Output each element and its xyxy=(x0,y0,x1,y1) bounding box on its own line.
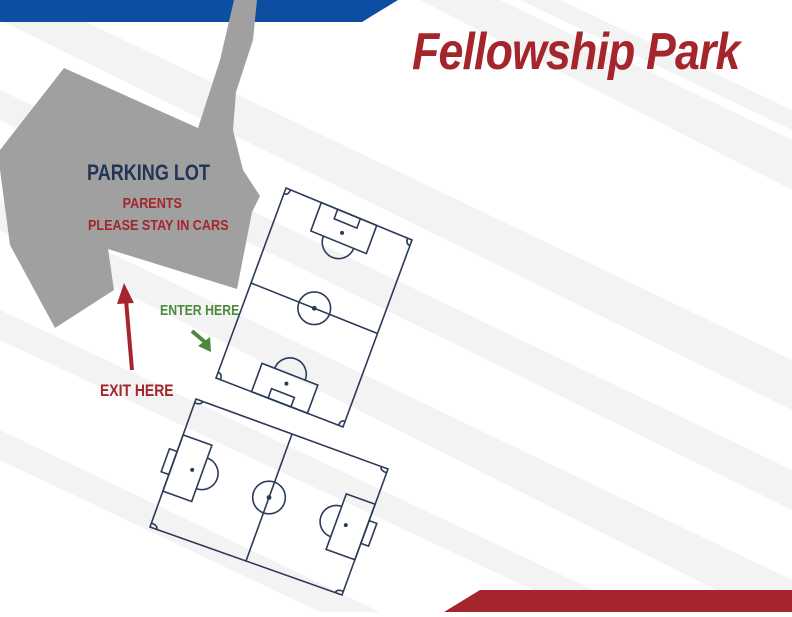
parking-lot-label: PARKING LOT xyxy=(87,160,210,185)
parking-note-line2: PLEASE STAY IN CARS xyxy=(88,217,229,234)
enter-here-label: ENTER HERE xyxy=(160,302,240,319)
exit-here-label: EXIT HERE xyxy=(100,381,174,400)
page-title: Fellowship Park xyxy=(412,23,740,81)
exit-arrow-icon xyxy=(117,283,134,371)
enter-arrow-icon xyxy=(190,329,211,352)
soccer-fields xyxy=(148,186,414,597)
parking-lot-area xyxy=(0,0,260,328)
top-banner xyxy=(0,0,398,22)
soccer-field-2 xyxy=(148,397,390,597)
parking-note-line1: PARENTS xyxy=(122,195,182,212)
soccer-field-1 xyxy=(214,186,414,429)
parking-lot-note: PARENTS PLEASE STAY IN CARS xyxy=(88,193,229,237)
bottom-banner xyxy=(444,590,792,612)
